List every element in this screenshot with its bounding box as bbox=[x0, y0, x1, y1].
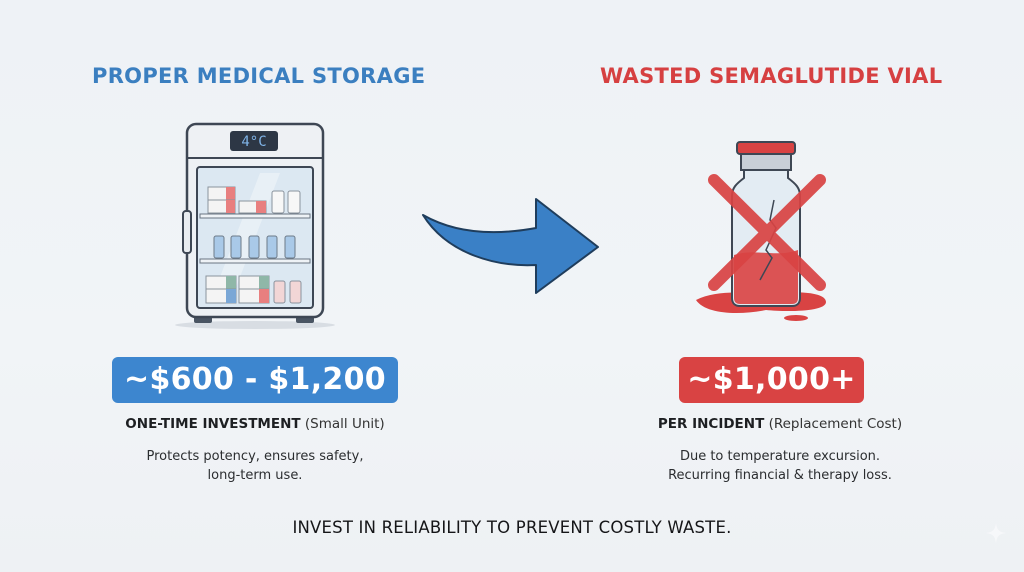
left-heading: PROPER MEDICAL STORAGE bbox=[92, 64, 426, 88]
waste-description: Due to temperature excursion. Recurring … bbox=[620, 447, 940, 485]
description-line: Recurring financial & therapy loss. bbox=[668, 468, 892, 483]
footer-tagline: INVEST IN RELIABILITY TO PREVENT COSTLY … bbox=[292, 518, 732, 537]
storage-cost-badge: ~$600 - $1,200 bbox=[112, 357, 398, 403]
medical-fridge-icon: 4°C bbox=[175, 122, 335, 329]
svg-text:4°C: 4°C bbox=[241, 134, 266, 150]
caption-light: (Replacement Cost) bbox=[768, 416, 903, 432]
description-line: Due to temperature excursion. bbox=[679, 449, 881, 464]
storage-cost-caption: ONE-TIME INVESTMENT (Small Unit) bbox=[110, 416, 400, 432]
waste-cost-badge: ~$1,000+ bbox=[679, 357, 864, 403]
storage-description: Protects potency, ensures safety, long-t… bbox=[110, 447, 400, 485]
broken-vial-icon bbox=[696, 141, 826, 321]
caption-bold: PER INCIDENT bbox=[657, 416, 765, 432]
curved-arrow-right-icon bbox=[422, 198, 599, 294]
description-line: long-term use. bbox=[207, 468, 303, 483]
caption-light: (Small Unit) bbox=[304, 416, 385, 432]
right-heading: WASTED SEMAGLUTIDE VIAL bbox=[600, 64, 943, 88]
description-line: Protects potency, ensures safety, bbox=[146, 449, 364, 464]
caption-bold: ONE-TIME INVESTMENT bbox=[125, 416, 301, 432]
waste-cost-caption: PER INCIDENT (Replacement Cost) bbox=[620, 416, 940, 432]
sparkle-icon bbox=[986, 523, 1006, 543]
